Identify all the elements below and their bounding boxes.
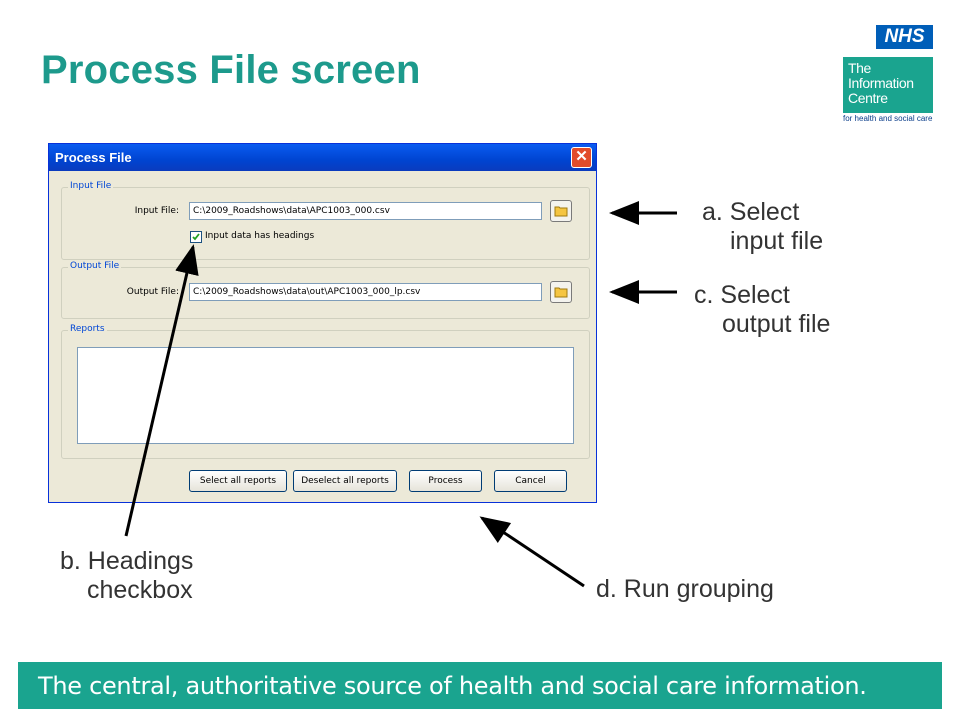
logo-tagline: for health and social care: [843, 114, 933, 123]
folder-icon: [554, 206, 568, 217]
input-file-field[interactable]: C:\2009_Roadshows\data\APC1003_000.csv: [189, 202, 542, 220]
footer-text: The central, authoritative source of hea…: [38, 672, 867, 700]
logo-line-2: Information: [848, 75, 914, 91]
information-centre-logo: The Information Centre: [843, 57, 933, 113]
annotation-b: b. Headings checkbox: [60, 547, 193, 605]
footer-bar: The central, authoritative source of hea…: [18, 662, 942, 709]
dialog-titlebar[interactable]: Process File ✕: [49, 144, 596, 171]
annotation-b-line2: checkbox: [87, 576, 193, 604]
nhs-logo: NHS: [876, 25, 933, 49]
annotation-b-line1: b. Headings: [60, 547, 194, 575]
annotation-d-line1: d. Run grouping: [596, 575, 774, 603]
output-file-legend: Output File: [68, 261, 122, 271]
annotation-d: d. Run grouping: [596, 575, 774, 604]
annotation-a: a. Select input file: [702, 198, 823, 256]
headings-checkbox[interactable]: [190, 231, 202, 243]
input-browse-button[interactable]: [550, 200, 572, 222]
select-all-reports-button[interactable]: Select all reports: [189, 470, 287, 492]
process-file-dialog: Process File ✕ Input File Input File: C:…: [48, 143, 597, 503]
output-file-field[interactable]: C:\2009_Roadshows\data\out\APC1003_000_l…: [189, 283, 542, 301]
deselect-all-reports-button[interactable]: Deselect all reports: [293, 470, 397, 492]
output-file-label: Output File:: [126, 287, 179, 297]
annotation-c-line1: c. Select: [694, 281, 790, 309]
logo-line-1: The: [848, 60, 871, 76]
headings-checkbox-label: Input data has headings: [205, 231, 315, 241]
output-file-group: Output File Output File: C:\2009_Roadsho…: [61, 261, 590, 319]
cancel-button[interactable]: Cancel: [494, 470, 567, 492]
dialog-title: Process File: [55, 150, 132, 165]
arrow-b: [124, 244, 199, 537]
slide-title: Process File screen: [41, 48, 421, 92]
input-file-label: Input File:: [134, 206, 179, 216]
folder-icon: [554, 287, 568, 298]
annotation-c: c. Select output file: [694, 281, 830, 339]
arrow-d: [479, 516, 585, 588]
process-button[interactable]: Process: [409, 470, 482, 492]
input-file-legend: Input File: [68, 181, 114, 191]
annotation-a-line1: a. Select: [702, 198, 800, 226]
annotation-a-line2: input file: [730, 227, 824, 255]
reports-legend: Reports: [68, 324, 107, 334]
output-browse-button[interactable]: [550, 281, 572, 303]
annotation-c-line2: output file: [722, 310, 831, 338]
logo-line-3: Centre: [848, 90, 888, 106]
close-icon[interactable]: ✕: [571, 147, 592, 168]
checkmark-icon: [192, 233, 200, 241]
input-file-group: Input File Input File: C:\2009_Roadshows…: [61, 181, 590, 260]
